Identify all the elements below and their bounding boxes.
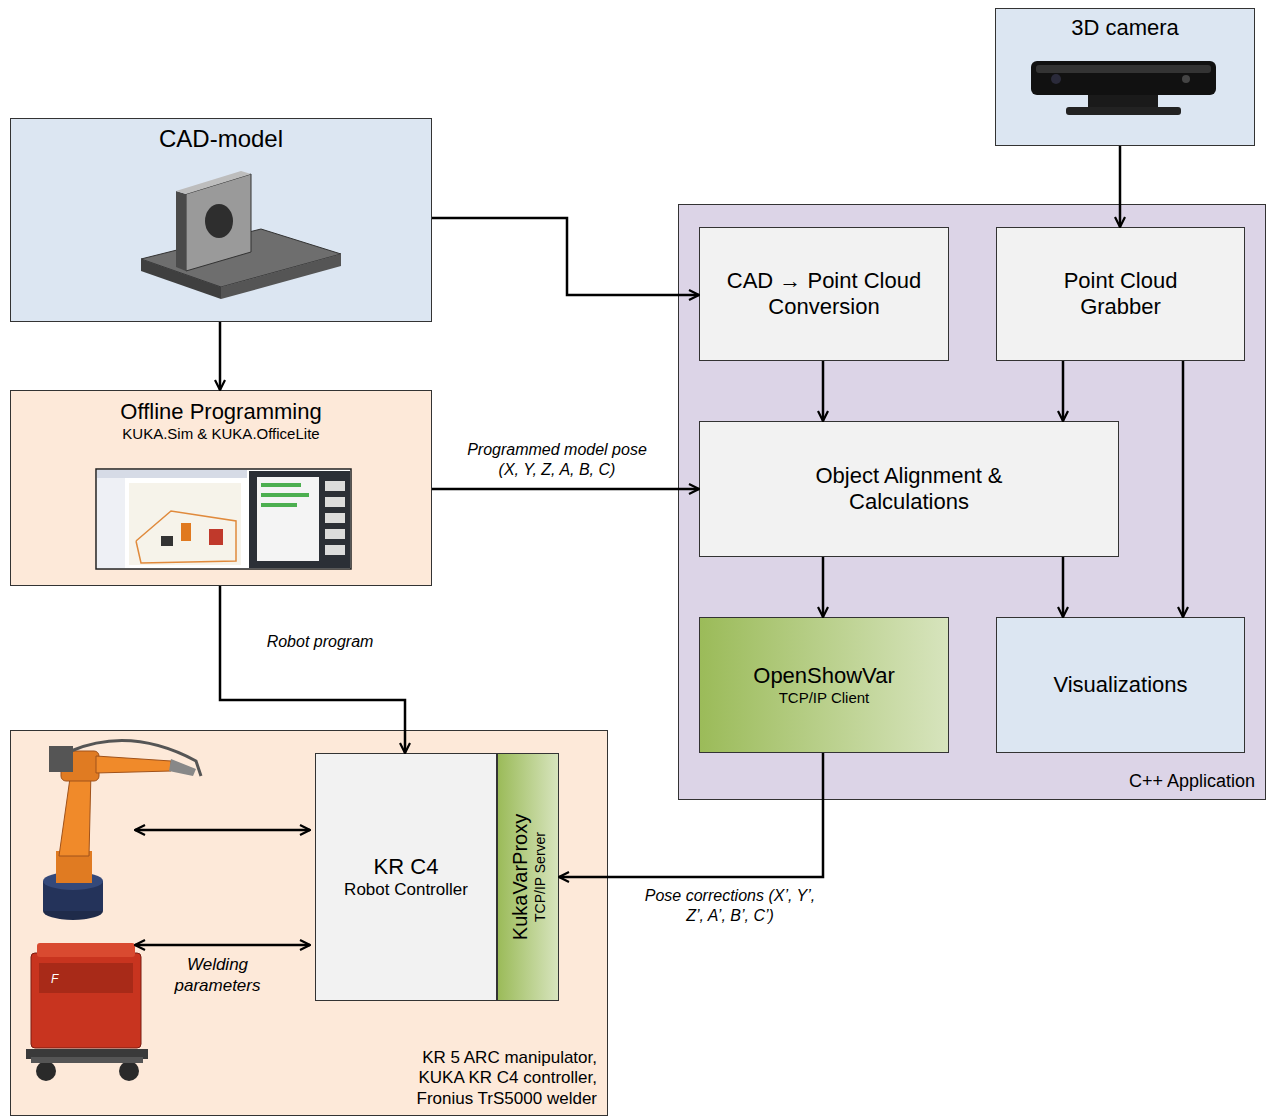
connector-arrow bbox=[822, 361, 825, 421]
process-box: CAD-model bbox=[10, 118, 432, 322]
process-box: KukaVarProxyTCP/IP Server bbox=[497, 753, 559, 1001]
connector-arrow bbox=[432, 488, 699, 491]
group-band: C++ Application CAD → Point Cloud Convers… bbox=[678, 204, 1266, 800]
connector-arrow bbox=[219, 322, 222, 390]
box-title: KR C4 bbox=[374, 854, 439, 880]
process-box: CAD → Point Cloud Conversion bbox=[699, 227, 949, 361]
box-title: Visualizations bbox=[1053, 672, 1187, 698]
robot-link-arrow bbox=[135, 829, 310, 832]
box-title: Offline Programming bbox=[120, 399, 321, 425]
connector-arrow bbox=[1062, 557, 1065, 617]
connector-arrow bbox=[822, 557, 825, 617]
process-box: Offline ProgrammingKUKA.Sim & KUKA.Offic… bbox=[10, 390, 432, 586]
box-subtitle: TCP/IP Server bbox=[531, 832, 548, 922]
box-title: OpenShowVar bbox=[753, 663, 894, 689]
box-title: CAD → Point Cloud Conversion bbox=[712, 268, 937, 321]
edge-label: Programmed model pose (X, Y, Z, A, B, C) bbox=[466, 440, 648, 480]
box-title: Object Alignment & Calculations bbox=[809, 463, 1009, 516]
welder-link-arrow bbox=[135, 944, 310, 947]
connector-arrow bbox=[559, 753, 823, 877]
box-title: KukaVarProxy bbox=[507, 813, 531, 939]
process-box: 3D camera bbox=[995, 8, 1255, 146]
box-title: CAD-model bbox=[159, 125, 283, 154]
box-title: Point Cloud Grabber bbox=[1021, 268, 1221, 321]
rotated-text-holder: KukaVarProxyTCP/IP Server bbox=[499, 757, 557, 997]
process-box: OpenShowVarTCP/IP Client bbox=[699, 617, 949, 753]
connector-arrow bbox=[432, 218, 699, 295]
process-box: Visualizations bbox=[996, 617, 1245, 753]
box-title: KR 5 ARC manipulator, KUKA KR C4 control… bbox=[377, 1048, 597, 1109]
connector-arrow bbox=[1062, 361, 1065, 421]
connector-arrow bbox=[1119, 146, 1122, 227]
group-band: F KR 5 ARC manipulator, KUKA KR C4 contro… bbox=[10, 730, 608, 1116]
edge-label: Robot program bbox=[240, 632, 400, 652]
process-box: KR C4Robot Controller bbox=[315, 753, 497, 1001]
connector-arrow bbox=[1182, 361, 1185, 617]
connector-arrow bbox=[220, 586, 405, 753]
edge-label: Pose corrections (X’, Y’, Z’, A’, B’, C’… bbox=[640, 886, 820, 926]
arrow-label: Welding parameters bbox=[160, 954, 275, 997]
box-title: C++ Application bbox=[1129, 771, 1255, 793]
box-subtitle: Robot Controller bbox=[344, 880, 468, 900]
svg-text:F: F bbox=[51, 972, 59, 986]
box-subtitle: KUKA.Sim & KUKA.OfficeLite bbox=[122, 425, 319, 443]
process-box: Object Alignment & Calculations bbox=[699, 421, 1119, 557]
box-title: 3D camera bbox=[1071, 15, 1179, 41]
box-subtitle: TCP/IP Client bbox=[779, 689, 870, 707]
process-box: Point Cloud Grabber bbox=[996, 227, 1245, 361]
